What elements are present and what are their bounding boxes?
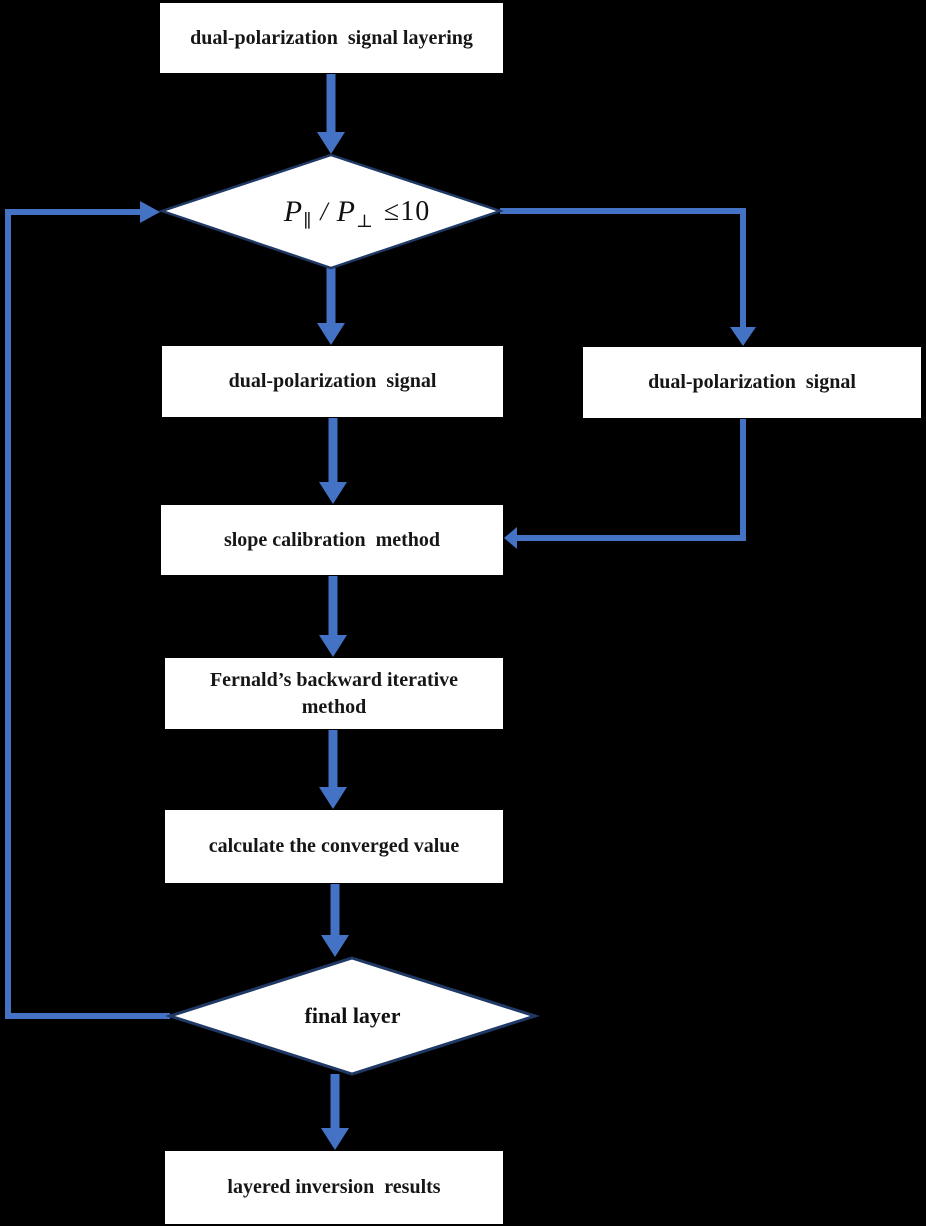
node-fernald-method-label: Fernald’s backward iterative method <box>209 668 464 718</box>
node-right-signal: dual-polarization signal <box>583 347 921 418</box>
node-slope-calibration: slope calibration method <box>161 505 503 575</box>
node-left-signal: dual-polarization signal <box>162 346 503 417</box>
decision-final-layer-diamond <box>165 956 540 1076</box>
arrow-right-signal-to-slope <box>504 419 746 549</box>
decision-ratio-diamond <box>158 153 504 270</box>
arrow-converged-to-finallayer <box>321 884 349 957</box>
arrow-finallayer-to-decision-loop <box>5 201 170 1019</box>
arrow-fernald-to-converged <box>319 730 347 809</box>
arrow-slope-to-fernald <box>319 576 347 657</box>
node-start: dual-polarization signal layering <box>160 3 503 73</box>
arrow-decision-to-right-signal <box>500 208 756 346</box>
node-right-signal-label: dual-polarization signal <box>648 371 856 393</box>
node-start-label: dual-polarization signal layering <box>190 26 473 49</box>
arrow-start-to-decision <box>317 74 345 154</box>
arrow-finallayer-to-results <box>321 1074 349 1150</box>
node-fernald-method: Fernald’s backward iterative method <box>165 658 503 729</box>
node-left-signal-label: dual-polarization signal <box>228 370 437 392</box>
node-slope-calibration-label: slope calibration method <box>223 528 441 551</box>
node-results: layered inversion results <box>165 1151 503 1224</box>
node-results-label: layered inversion results <box>227 1176 441 1198</box>
arrow-decision-to-left-signal <box>317 268 345 345</box>
node-converged-value-label: calculate the converged value <box>208 835 460 857</box>
arrow-left-signal-to-slope <box>319 418 347 504</box>
node-converged-value: calculate the converged value <box>165 810 503 883</box>
